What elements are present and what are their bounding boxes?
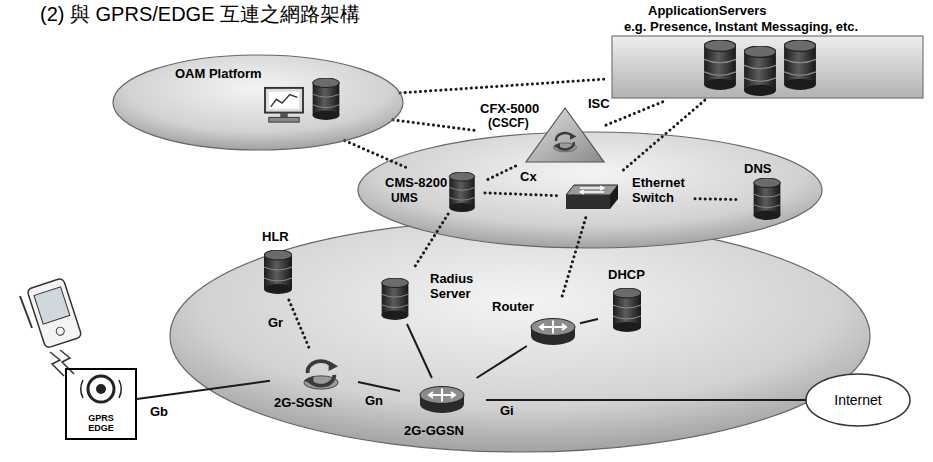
node-label: Ethernet Switch <box>632 176 685 206</box>
dotted-link <box>415 214 448 266</box>
node-label: UMS <box>391 192 418 206</box>
interface-label: Cx <box>520 170 537 185</box>
solid-link <box>407 324 432 378</box>
antenna-ring <box>88 376 114 402</box>
dotted-link <box>345 141 408 168</box>
base-station-ground <box>65 368 137 440</box>
ums-database <box>449 172 474 212</box>
cscf-swirl <box>554 133 577 152</box>
sgsn-icon <box>304 361 338 390</box>
radio-link-bolt <box>50 352 64 376</box>
dns-database <box>754 178 781 220</box>
dotted-link <box>485 193 560 196</box>
node-label: Internet <box>834 392 881 408</box>
cscf-pyramid <box>526 108 604 162</box>
interface-label: Gi <box>500 404 514 419</box>
node-label: OAM Platform <box>175 67 262 82</box>
solid-link <box>580 319 598 323</box>
antenna-core <box>96 384 106 394</box>
server-panel <box>612 36 923 98</box>
node-label: DNS <box>744 162 771 177</box>
hlr-database <box>264 250 292 294</box>
node-label: HLR <box>262 230 289 245</box>
dotted-link <box>623 100 705 170</box>
oam-ground <box>113 55 403 150</box>
ggsn-node: 2G-GGSN <box>400 378 486 441</box>
dotted-link <box>562 216 586 296</box>
dotted-link <box>400 79 608 93</box>
sgsn-node: 2G-SGSN <box>270 350 358 413</box>
connector-group <box>137 79 806 400</box>
antenna-waves <box>81 380 121 398</box>
interface-label: Gn <box>365 394 383 409</box>
ums-node: CMS-8200UMS <box>383 168 485 214</box>
node-label: CMS-8200 <box>385 176 447 191</box>
server-group: ApplicationServerse.g. Presence, Instant… <box>608 4 925 100</box>
dotted-link <box>485 166 516 181</box>
dotted-link <box>606 100 667 125</box>
solid-link <box>358 382 400 391</box>
dotted-link <box>393 120 478 131</box>
server-icon <box>744 46 776 96</box>
node-label: ApplicationServers <box>648 4 767 19</box>
handset-body <box>27 278 82 349</box>
solid-link <box>477 346 527 378</box>
node-label: Router <box>492 300 534 315</box>
dotted-link <box>695 197 738 201</box>
oam-computer <box>265 88 303 122</box>
radius-database <box>382 278 409 320</box>
interface-label: Gb <box>150 405 168 420</box>
node-label: Radius Server <box>430 272 473 302</box>
solid-link <box>137 381 270 399</box>
internet-cloud: Internet <box>806 374 910 426</box>
dhcp-node: DHCP <box>598 266 660 336</box>
node-label: 2G-SGSN <box>274 396 333 411</box>
server-icon <box>704 40 736 90</box>
ggsn-icon <box>420 387 464 414</box>
node-label: e.g. Presence, Instant Messaging, etc. <box>624 20 858 35</box>
node-label: DHCP <box>608 268 645 283</box>
solid-link <box>486 399 806 401</box>
server-icon <box>784 40 816 90</box>
cscf-node: CFX-5000(CSCF) <box>478 100 606 166</box>
base-station-box: GPRS EDGE <box>65 368 137 440</box>
dhcp-database <box>613 288 641 332</box>
handset-illustration <box>27 278 82 349</box>
switch-icon <box>566 185 618 209</box>
hlr-node: HLR <box>250 230 306 300</box>
platform-ellipse: OAM Platform <box>113 55 403 150</box>
stylus <box>20 296 32 328</box>
radius-node: Radius Server <box>372 266 486 324</box>
ellipse-outline-shape <box>806 374 910 426</box>
node-label: 2G-GGSN <box>404 424 464 439</box>
handset-button <box>55 326 65 336</box>
access-network-ground <box>170 220 870 452</box>
interface-label: Gr <box>268 316 283 331</box>
diagram-title: (2) 與 GPRS/EDGE 互連之網路架構 <box>40 1 360 28</box>
node-label: CFX-5000 <box>480 102 539 117</box>
node-label: GPRS EDGE <box>88 413 114 434</box>
node-label: (CSCF) <box>488 117 529 131</box>
switch-node: Ethernet Switch <box>560 170 695 216</box>
dns-node: DNS <box>738 160 796 222</box>
router-icon <box>531 319 575 346</box>
oam-database <box>313 78 340 120</box>
radio-link-bolt <box>60 350 74 374</box>
router-node: Router <box>490 296 580 346</box>
interface-label: ISC <box>588 97 610 112</box>
dotted-link <box>289 300 310 350</box>
handset-screen <box>34 287 70 324</box>
ellipse-outline-shape <box>113 55 403 150</box>
